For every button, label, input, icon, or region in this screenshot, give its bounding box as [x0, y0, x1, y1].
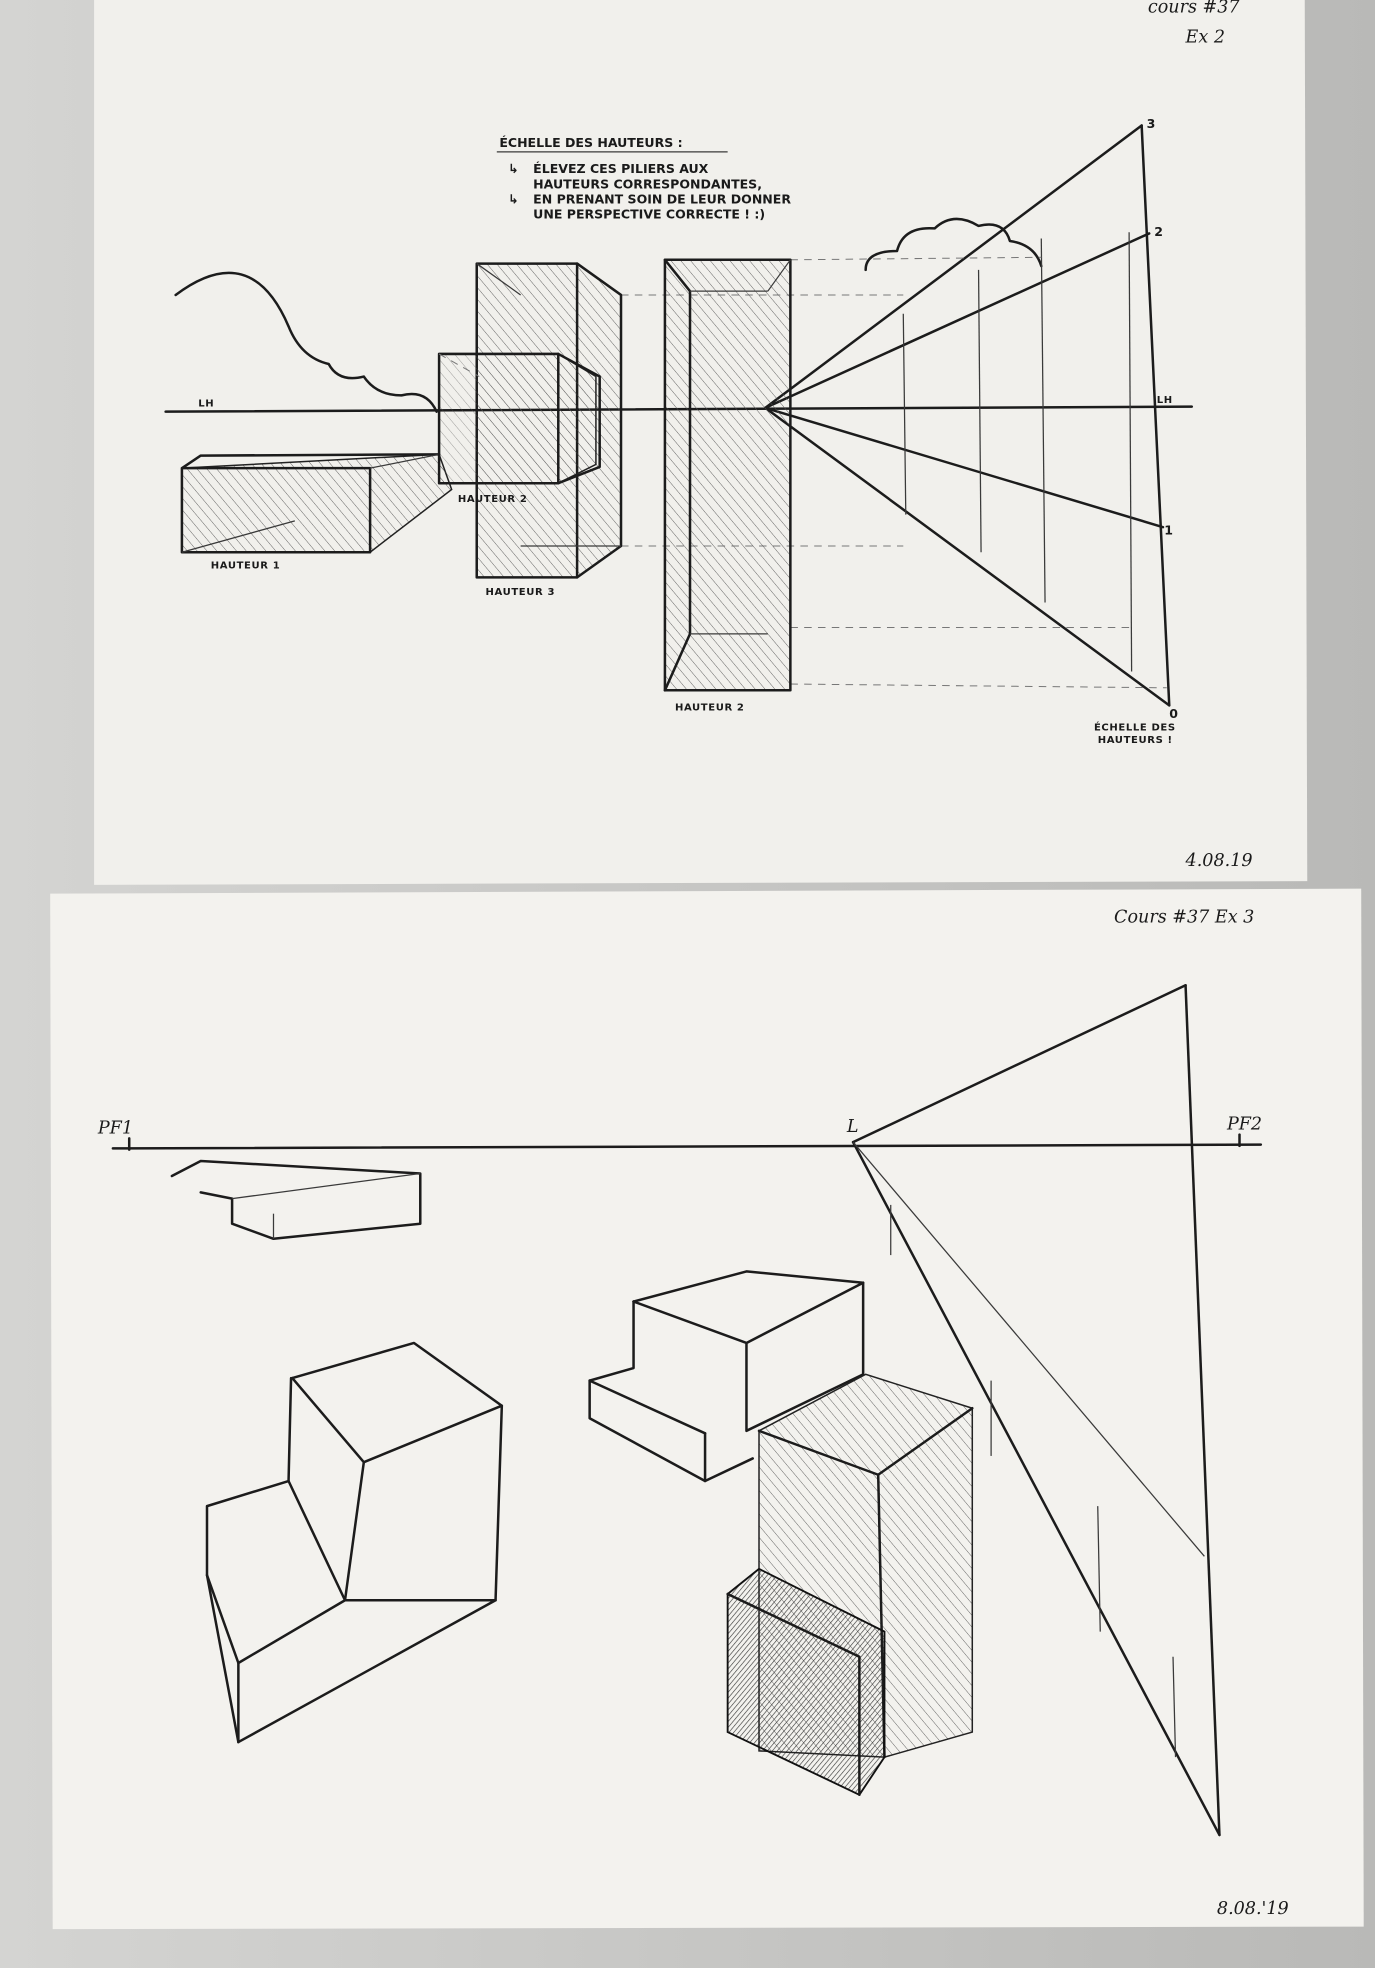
- scale-caption: HAUTEURS !: [1098, 735, 1173, 746]
- scale-mark-1: 1: [1164, 523, 1173, 538]
- instruction-line: HAUTEURS CORRESPONDANTES,: [533, 176, 762, 191]
- instruction-line: UNE PERSPECTIVE CORRECTE ! :): [533, 206, 765, 221]
- scale-mark-2: 2: [1154, 224, 1163, 239]
- instruction-line: EN PRENANT SOIN DE LEUR DONNER: [533, 191, 791, 206]
- bottom-sheet: Cours #37 Ex 3 PF1 PF2 L: [50, 888, 1364, 1930]
- column-hauteur-2: [663, 258, 792, 692]
- horizon-line: [111, 1143, 1263, 1150]
- center-mark: L: [846, 1117, 859, 1137]
- label-hauteur-2: HAUTEUR 2: [458, 494, 528, 505]
- box-with-step: [588, 1270, 865, 1483]
- perspective-triangle: [851, 983, 1221, 1837]
- scale-mark-0: 0: [1169, 706, 1178, 721]
- date: 8.08.'19: [1217, 1899, 1289, 1919]
- cloud-right: [864, 217, 1043, 272]
- date: 4.08.19: [1185, 851, 1253, 871]
- stairs-small: [170, 1159, 422, 1241]
- pf2-label: PF2: [1226, 1115, 1262, 1135]
- height-scale: [621, 124, 1171, 707]
- shaded-boxes: [726, 1373, 974, 1797]
- instruction-line: ÉLEVEZ CES PILIERS AUX: [533, 161, 708, 176]
- corner-note-exercise: Ex 2: [1185, 28, 1225, 48]
- label-hauteur-3: HAUTEUR 3: [486, 587, 556, 598]
- label-hauteur-1: HAUTEUR 1: [211, 561, 281, 572]
- top-sheet: cours #37 Ex 2 ÉCHELLE DES HAUTEURS : ↳ …: [94, 0, 1308, 885]
- horizon-label: LH: [1157, 395, 1173, 406]
- corner-note: cours #37: [1148, 0, 1241, 18]
- box-hauteur-1: [180, 453, 453, 554]
- scale-mark-3: 3: [1147, 116, 1156, 131]
- cloud-left: [174, 271, 438, 413]
- box-hauteur-2-small: [437, 352, 601, 485]
- scale-caption: ÉCHELLE DES: [1094, 720, 1176, 733]
- stair-block: [205, 1341, 504, 1744]
- paper-sheet: [50, 888, 1364, 1930]
- pf1-label: PF1: [97, 1118, 133, 1138]
- label-hauteur-2-column: HAUTEUR 2: [675, 702, 745, 713]
- horizon-label: LH: [198, 399, 214, 410]
- scale-title: ÉCHELLE DES HAUTEURS :: [499, 135, 682, 150]
- arrow-icon: ↳: [508, 161, 518, 176]
- corner-note: Cours #37 Ex 3: [1114, 907, 1254, 927]
- arrow-icon: ↳: [508, 191, 518, 206]
